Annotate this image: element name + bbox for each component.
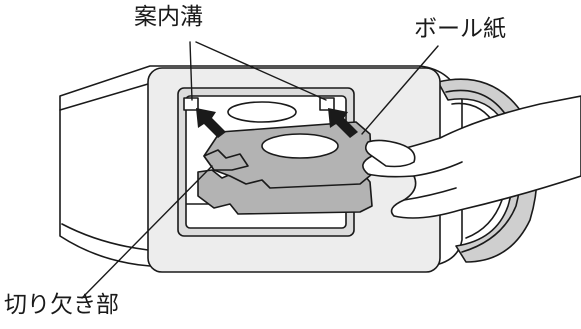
intake-port [227,101,297,123]
arrow-right [328,108,358,138]
insert-arrows [196,108,358,138]
arrow-left [196,108,226,138]
label-notch: 切り欠き部 [4,292,119,318]
body-ridge [59,83,149,111]
leader-guide-left [189,41,193,101]
cardboard [203,121,373,189]
hand [362,95,581,219]
label-cardboard: ボール紙 [414,16,506,42]
notch-detail [203,149,249,171]
leader-notch [81,165,213,299]
hand-finger-line-2 [403,187,457,201]
label-guide-groove: 案内溝 [134,4,203,30]
body-lower-line [61,223,149,251]
cardboard-hole [261,133,339,159]
guide-groove-left [183,97,199,111]
leader-lines [81,41,439,299]
leader-cardboard [361,45,439,135]
hand-finger-line [413,161,463,177]
leader-guide-right [195,41,327,101]
hand-thumb [364,139,416,168]
guide-groove-right [319,97,335,111]
